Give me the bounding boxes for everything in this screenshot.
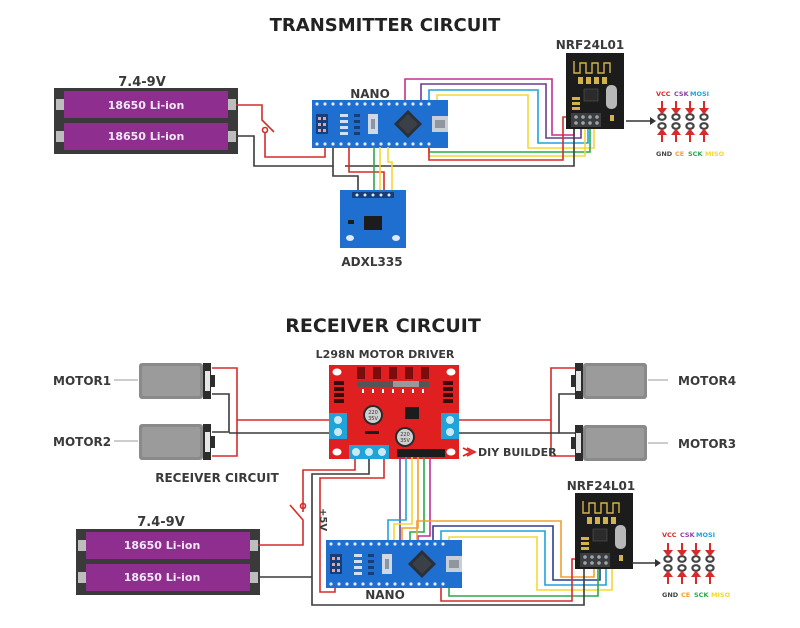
tx-power-wires [236,104,334,167]
rx-motor3 [571,425,647,461]
rx-motor1-label: MOTOR1 [53,374,111,388]
rx-battery-voltage: 7.4-9V [137,515,185,530]
rx-cell-1: 18650 Li-ion [124,539,201,552]
rx-driver-label: L298N MOTOR DRIVER [316,348,455,361]
rx-cell-2: 18650 Li-ion [124,571,201,584]
tx-radio-label: NRF24L01 [556,38,625,52]
rx-motor1 [139,363,215,399]
tx-nrf24l01 [565,52,625,130]
rx-brand: DIY BUILDER [478,446,557,459]
tx-arduino-nano [312,100,448,148]
cap1-voltage: 35V [368,416,378,422]
rx-pin-ce: CE [681,591,690,599]
tx-pin-ce: CE [675,150,684,158]
rx-pinout-diagram [663,541,715,586]
rx-pin-csk: CSK [680,531,696,539]
tx-nano-label: NANO [350,87,390,101]
receiver-title: RECEIVER CIRCUIT [285,315,481,337]
rx-motor2 [139,424,215,460]
rx-supply-label: +5V [317,508,328,531]
tx-battery-pack [54,88,238,154]
transmitter-title: TRANSMITTER CIRCUIT [270,15,501,36]
rx-motor4 [571,363,647,399]
rx-pin-vcc: VCC [662,531,677,539]
rx-motor3-label: MOTOR3 [678,437,736,451]
tx-accel-label: ADXL335 [341,255,402,269]
rx-pin-gnd: GND [662,591,679,599]
tx-cell-1: 18650 Li-ion [108,99,185,112]
rx-radio-label: NRF24L01 [567,479,636,493]
tx-pin-gnd: GND [656,150,673,158]
rx-pin-sck: SCK [694,591,709,599]
tx-pin-csk: CSK [674,90,690,98]
tx-pin-vcc: VCC [656,90,671,98]
rx-motor4-label: MOTOR4 [678,374,736,388]
tx-cell-2: 18650 Li-ion [108,130,185,143]
rx-pin-mosi: MOSI [696,531,715,539]
tx-pin-miso: MISO [705,150,725,158]
tx-arrow-icon [626,117,656,125]
diy-builder-logo [462,447,477,457]
cap2-value: 220 [400,432,410,438]
cap2-voltage: 35V [400,438,410,444]
tx-adxl335 [340,190,406,248]
rx-motor-wires [212,367,575,457]
cap1-value: 220 [368,410,378,416]
tx-battery-voltage: 7.4-9V [118,75,166,90]
rx-nrf24l01 [574,492,634,570]
rx-driver-nano-wires [302,457,431,606]
rx-nano-label: NANO [365,588,405,602]
tx-pin-sck: SCK [688,150,703,158]
rx-pin-miso: MISO [711,591,731,599]
rx-arrow-icon [632,559,661,567]
rx-arduino-nano [326,540,462,588]
rx-subtitle: RECEIVER CIRCUIT [155,471,279,485]
tx-pin-mosi: MOSI [690,90,709,98]
tx-accel-wires [332,147,393,194]
rx-motor2-label: MOTOR2 [53,435,111,449]
tx-pinout-diagram [657,99,709,144]
rx-power-wires [258,502,312,578]
rx-l298n-driver: 220 35V 220 35V [329,365,459,459]
